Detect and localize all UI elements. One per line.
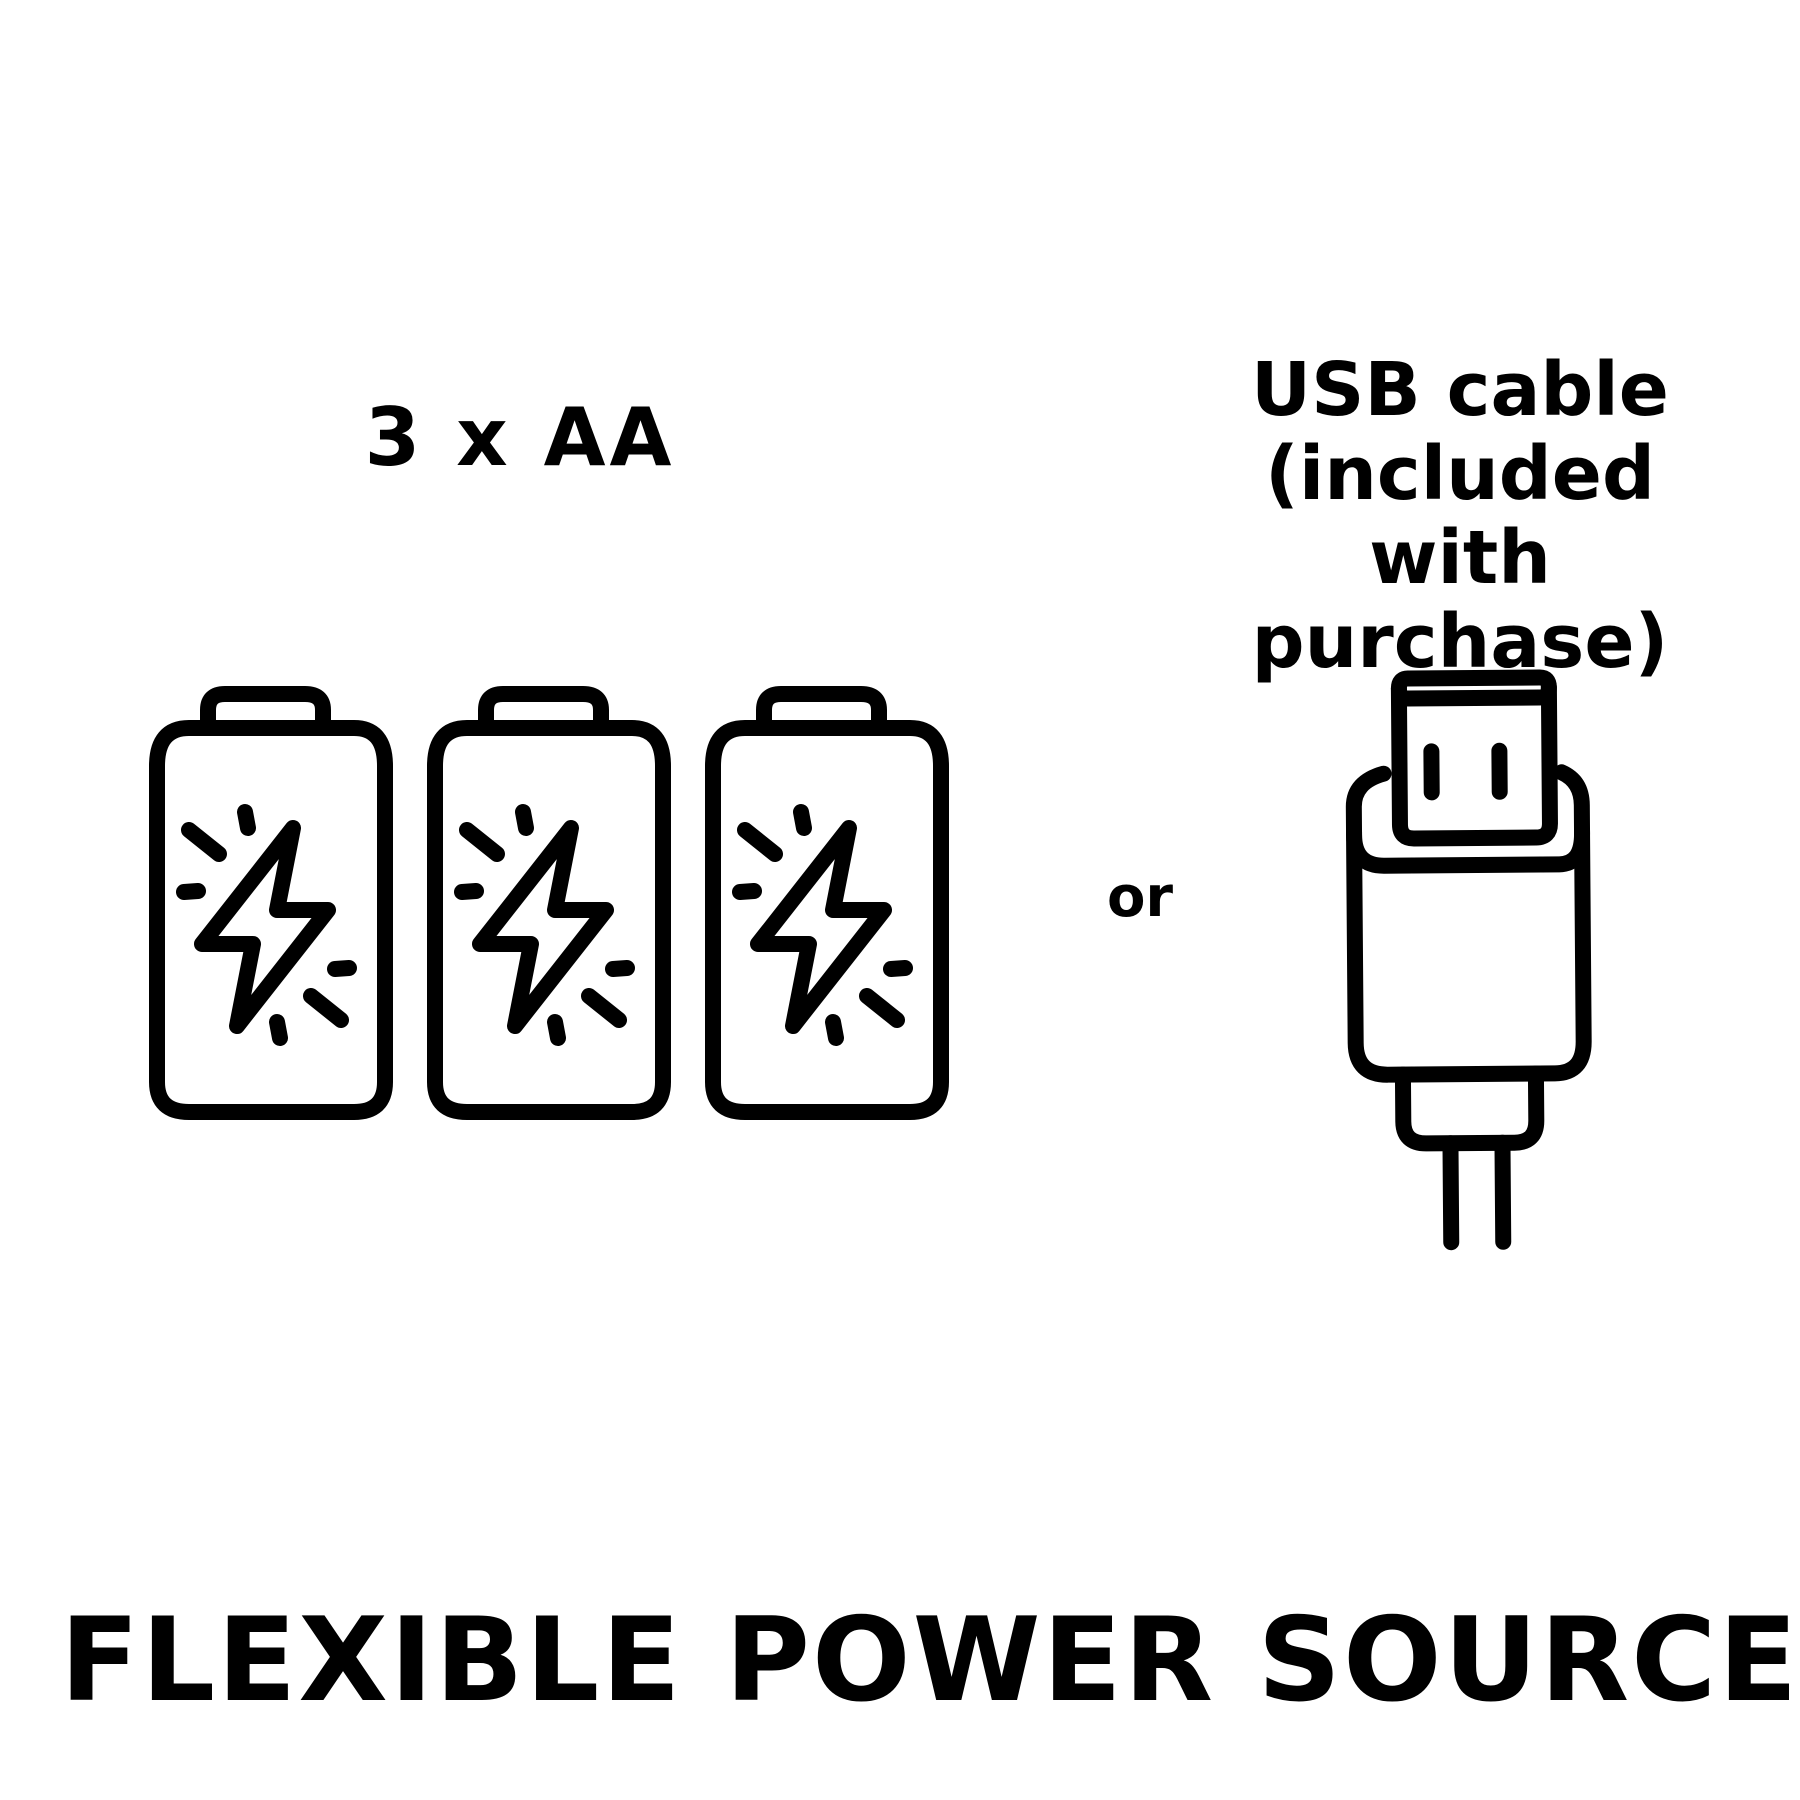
battery-charging-icon	[427, 686, 671, 1120]
or-separator: or	[1106, 865, 1174, 930]
battery-charging-icon	[705, 686, 949, 1120]
page-title: FLEXIBLE POWER SOURCE	[60, 1593, 1800, 1728]
usb-plug-icon	[1345, 669, 1592, 1251]
usb-option-label: USB cable (included with purchase)	[1251, 347, 1669, 685]
battery-charging-icon	[149, 686, 393, 1120]
battery-option-label: 3 x AA	[364, 391, 676, 484]
